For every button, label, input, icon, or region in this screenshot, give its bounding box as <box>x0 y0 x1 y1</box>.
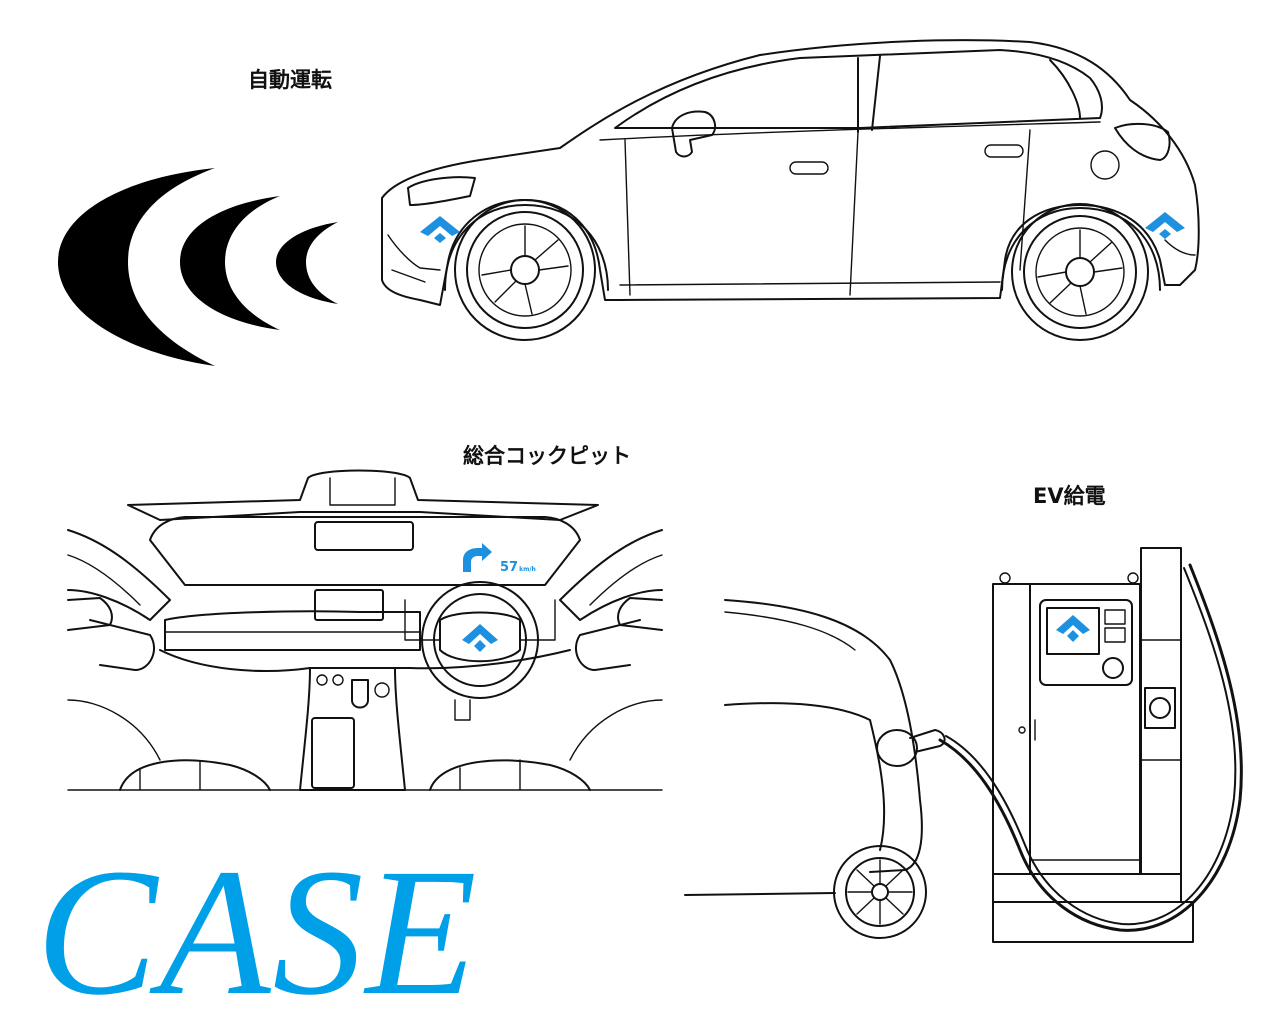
label-autonomous-driving: 自動運転 <box>248 68 332 92</box>
hud-speed-value: 57 <box>500 560 519 575</box>
hud-speed: 57km/h <box>500 560 536 575</box>
label-integrated-cockpit: 総合コックピット <box>463 444 631 468</box>
turn-arrow-icon <box>463 543 492 572</box>
car-side-view <box>381 39 1200 341</box>
ev-charging-illustration <box>684 547 1243 943</box>
brand-logo-icon <box>1056 615 1090 642</box>
front-wheel <box>454 199 596 341</box>
label-ev-charging: EV給電 <box>1033 484 1106 508</box>
brand-logo-icon <box>1145 212 1185 239</box>
steering-wheel <box>404 581 556 721</box>
brand-logo-icon <box>462 624 498 652</box>
case-title: CASE <box>36 832 479 1033</box>
signal-wave-icon <box>58 168 338 366</box>
rear-wheel <box>1011 203 1149 341</box>
cockpit-illustration <box>67 469 663 791</box>
brand-logo-icon <box>420 216 460 243</box>
hud-speed-unit: km/h <box>519 566 536 573</box>
ev-car-wheel <box>833 845 927 939</box>
